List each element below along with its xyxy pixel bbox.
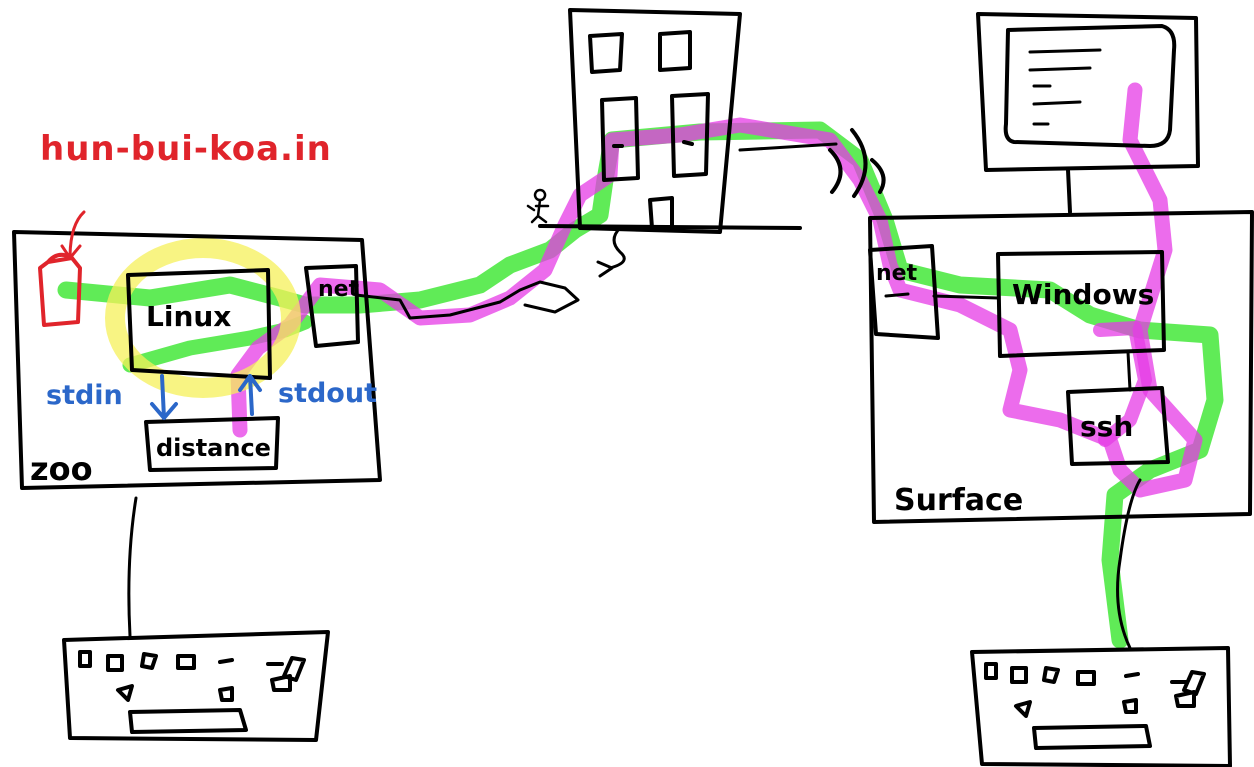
building-cable (598, 228, 624, 276)
zoo-net-label: net (318, 277, 360, 302)
surface-net-label: net (876, 261, 918, 286)
zoo-machine-label: zoo (30, 450, 93, 488)
linux-label: Linux (146, 300, 231, 333)
building-link-line (740, 144, 836, 150)
stdin-label: stdin (46, 380, 123, 411)
monitor-icon (978, 14, 1198, 212)
ssh-label: ssh (1080, 410, 1133, 443)
person-icon (528, 190, 548, 222)
left-keyboard-icon (64, 632, 328, 740)
zoo-keyboard-cable (129, 498, 136, 636)
stdout-label: stdout (278, 378, 377, 409)
windows-label: Windows (1012, 278, 1154, 311)
surface-net-underline (886, 294, 908, 296)
surface-machine-box (870, 212, 1252, 522)
windows-ssh-link (1128, 352, 1130, 390)
net-windows-link (934, 296, 998, 298)
site-url-title: hun-bui-koa.in (40, 129, 332, 169)
right-keyboard-icon (972, 648, 1230, 766)
surface-machine-label: Surface (894, 483, 1023, 518)
distance-label: distance (156, 434, 271, 462)
